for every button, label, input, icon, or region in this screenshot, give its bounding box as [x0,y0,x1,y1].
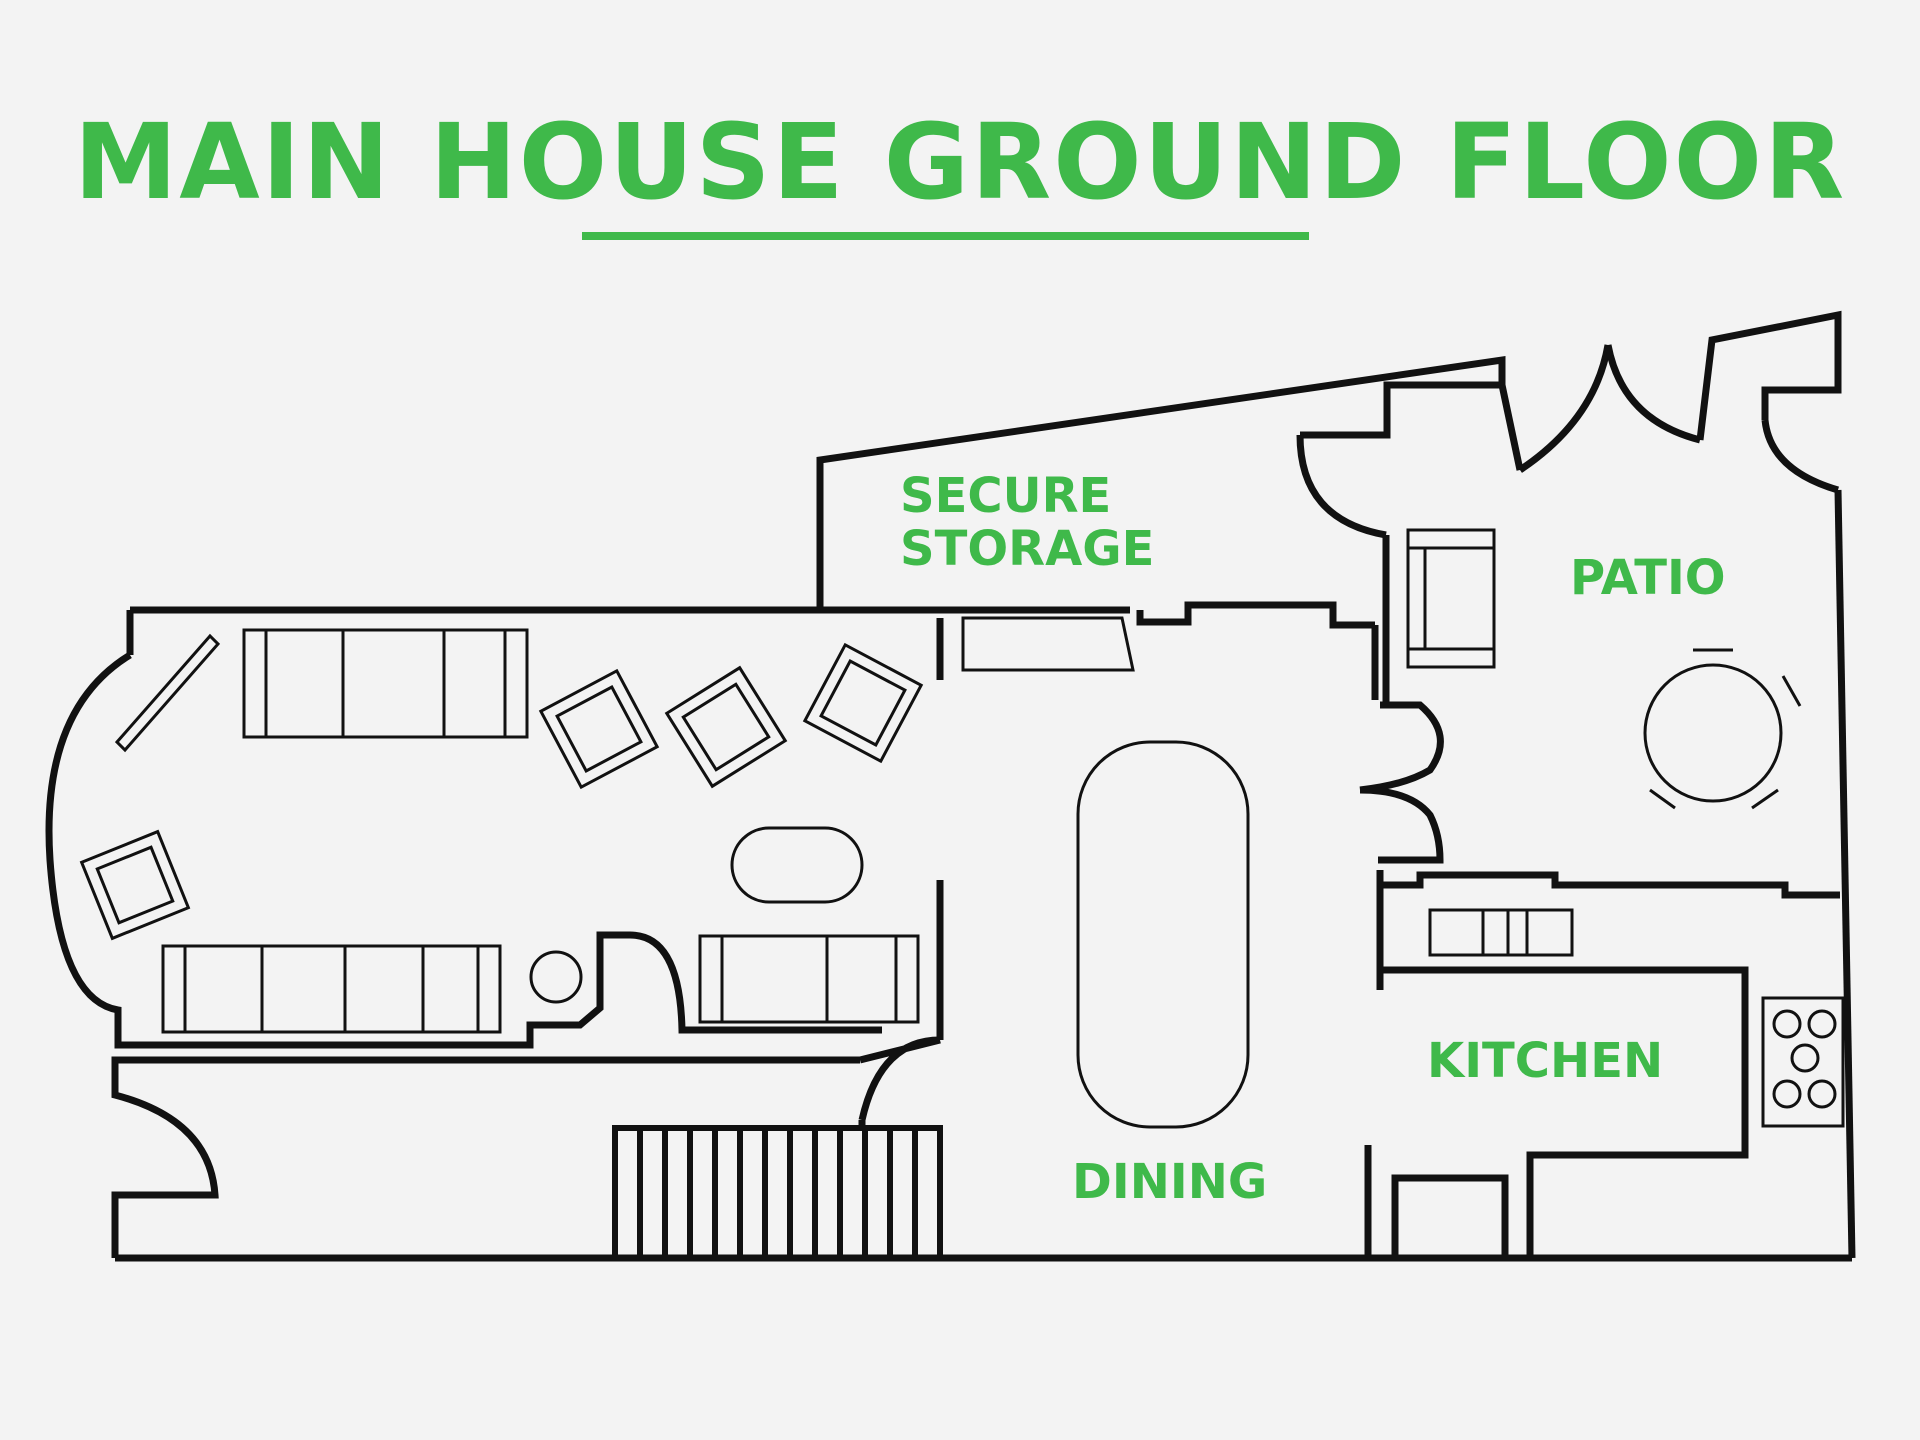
kitchen-north-wall [1376,870,1840,899]
furniture [79,528,1845,1261]
sofa-top-inner [264,628,507,739]
patio-table [1643,663,1783,803]
patio-door-arc-upper [1359,701,1444,794]
sofa-bottom-cushions [260,946,425,1032]
label-secure-storage-line2: STORAGE [900,521,1154,577]
kitchen-counter-divisions [1481,910,1529,955]
outer-walls [45,310,1856,1262]
sofa-top-cushions [341,630,446,737]
sofa-bottom-inner [183,944,480,1034]
patio-chair-bottom-left [1649,788,1676,810]
entry-wall [111,1056,219,1258]
label-dining: DINING [1072,1154,1267,1210]
patio-door-left-arc [1518,344,1612,473]
armchair-3 [802,642,924,764]
kitchen-counter [1428,908,1574,957]
side-table [529,950,583,1004]
patio-door-right-arc [1604,344,1701,444]
shelf [114,633,221,753]
patio-door-arc-lower [1359,786,1444,864]
dining-north-wall [1136,601,1375,629]
page-title: MAIN HOUSE GROUND FLOOR [73,101,1847,223]
patio-door-arc [1296,434,1387,539]
patio-chair-bottom-right [1751,788,1779,810]
east-wall [1834,489,1856,1259]
patio-bench [1406,528,1496,669]
armchair-1 [538,668,660,790]
patio-corner-arc [1761,419,1839,494]
label-secure-storage-line1: SECURE [900,468,1111,524]
sofa-top [242,628,529,739]
armchair-4 [79,829,191,941]
label-patio: PATIO [1570,550,1726,606]
sideboard [961,616,1135,672]
kitchen-inner-wall [1380,966,1749,1258]
burner-icon [1807,1009,1837,1039]
stove [1761,996,1845,1128]
patio-bench-inner [1406,546,1496,651]
living-top-wall [126,606,1130,655]
sofa-alcove-inner [720,934,898,1024]
label-kitchen: KITCHEN [1427,1033,1663,1089]
burner-icon [1807,1079,1837,1109]
stairs [612,1125,943,1261]
living-bay-wall [45,652,630,1049]
patio-north-wall [1696,310,1842,441]
burner-icon [1790,1043,1820,1073]
patio-chair-right [1781,675,1802,707]
kitchen-pantry [1391,1174,1509,1258]
armchair-2 [664,665,788,789]
sofa-alcove [698,934,920,1024]
sofa-bottom [161,944,502,1034]
burner-icon [1772,1079,1802,1109]
living-alcove-wall [629,931,882,1034]
dining-table [1076,740,1250,1129]
patio-wall-seg1 [1498,384,1524,471]
title-underline [582,232,1309,240]
coffee-table [730,826,864,904]
burner-icon [1772,1009,1802,1039]
room-labels: SECURE STORAGE PATIO DINING KITCHEN [900,468,1726,1210]
hall-door-arc [858,1036,941,1121]
